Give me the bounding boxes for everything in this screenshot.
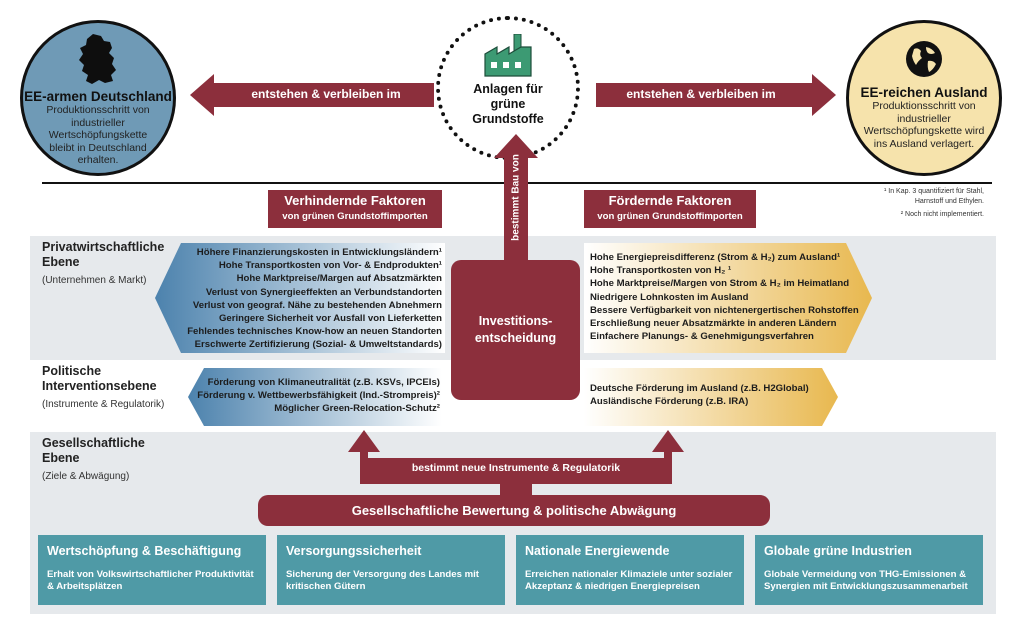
level-private-sub: (Unternehmen & Markt) <box>42 275 147 286</box>
political-promoting-list: Deutsche Förderung im Ausland (z.B. H2Gl… <box>590 382 830 408</box>
vertical-arrow-label: bestimmt Bau von <box>510 154 522 241</box>
factor-promoting-1: Hohe Energiepreisdifferenz (Strom & H₂) … <box>590 252 841 263</box>
factor-hindering-6: Geringere Sicherheit vor Ausfall von Lie… <box>218 313 442 325</box>
factor-political-promoting-1: Deutsche Förderung im Ausland (z.B. H2Gl… <box>590 383 809 394</box>
factor-political-hindering-2: Förderung v. Wettbewerbsfähigkeit (Ind.-… <box>197 390 440 402</box>
factor-promoting-6: Erschließung neuer Absatzmärkte in ander… <box>590 318 837 330</box>
left-circle-germany: EE-armen Deutschland Produktionsschritt … <box>20 20 176 176</box>
globe-icon <box>906 41 942 77</box>
factor-political-hindering-1: Förderung von Klimaneutralität (z.B. KSV… <box>207 377 440 388</box>
goal-energy-transition-title: Nationale Energiewende <box>525 544 670 558</box>
germany-map-icon <box>79 34 116 84</box>
factor-hindering-3: Hohe Marktpreise/Margen auf Absatzmärkte… <box>236 273 442 285</box>
level-political-name: Politische Interventionsebene <box>42 364 157 393</box>
private-hindering-list: Höhere Finanzierungskosten in Entwicklun… <box>170 246 442 352</box>
factor-hindering-8: Erschwerte Zertifizierung (Sozial- & Umw… <box>194 339 442 351</box>
goal-energy-transition-desc: Erreichen nationaler Klimaziele unter so… <box>525 569 733 592</box>
factor-political-promoting-2: Ausländische Förderung (z.B. IRA) <box>590 396 749 408</box>
promoting-header-sub: von grünen Grundstoffimporten <box>597 211 743 222</box>
political-promoting-shape <box>584 368 838 426</box>
factor-promoting-3: Hohe Marktpreise/Margen von Strom & H₂ i… <box>590 278 850 290</box>
private-hindering-shape <box>155 243 445 353</box>
goal-supply-security: Versorgungssicherheit Sicherung der Vers… <box>277 535 505 605</box>
right-circle-desc: Produktionsschritt von industrieller Wer… <box>863 100 985 150</box>
hindering-header-sub: von grünen Grundstoffimporten <box>282 211 428 222</box>
level-society-sub: (Ziele & Abwägung) <box>42 471 130 482</box>
factor-promoting-7: Einfachere Planungs- & Genehmigungsverfa… <box>590 331 814 343</box>
level-private-name: Privatwirtschaftliche Ebene <box>42 240 165 269</box>
right-circle-title: EE-reichen Ausland <box>860 85 988 100</box>
political-hindering-list: Förderung von Klimaneutralität (z.B. KSV… <box>196 376 440 416</box>
goal-value-creation-desc: Erhalt von Volkswirtschaftlicher Produkt… <box>47 569 254 592</box>
factor-promoting-5: Bessere Verfügbarkeit von nichtenergerti… <box>590 304 859 316</box>
private-promoting-list: Hohe Energiepreisdifferenz (Strom & H₂) … <box>590 251 860 343</box>
political-hindering-shape <box>188 368 442 426</box>
hindering-header: Verhindernde Faktoren von grünen Grundst… <box>268 190 442 228</box>
feedback-arrow-label: bestimmt neue Instrumente & Regulatorik <box>411 462 621 474</box>
factor-promoting-2: Hohe Transportkosten von H₂ ¹ <box>590 265 732 277</box>
society-evaluation-label: Gesellschaftliche Bewertung & politische… <box>351 503 677 518</box>
hindering-header-title: Verhindernde Faktoren <box>284 193 426 208</box>
factor-hindering-5: Verlust von geograf. Nähe zu bestehenden… <box>192 299 442 311</box>
footnote-1: ¹ In Kap. 3 quantifiziert für Stahl, Har… <box>884 188 984 205</box>
left-arrow <box>190 74 434 116</box>
level-society-title: Gesellschaftliche Ebene (Ziele & Abwägun… <box>42 436 162 484</box>
right-arrow <box>596 74 836 116</box>
factor-hindering-7: Fehlendes technisches Know-how an neuen … <box>187 326 442 338</box>
factor-hindering-2: Hohe Transportkosten von Vor- & Endprodu… <box>218 260 442 272</box>
promoting-header-title: Fördernde Faktoren <box>608 193 732 208</box>
goal-value-creation-title: Wertschöpfung & Beschäftigung <box>47 544 242 558</box>
level-society-name: Gesellschaftliche Ebene <box>42 436 145 465</box>
goal-global-green-title: Globale grüne Industrien <box>764 544 912 558</box>
investment-decision-label: Investitions-entscheidung <box>474 314 557 345</box>
vertical-arrow <box>494 134 538 260</box>
goal-global-green: Globale grüne Industrien Globale Vermeid… <box>755 535 983 605</box>
goal-energy-transition: Nationale Energiewende Erreichen nationa… <box>516 535 744 605</box>
level-political-title: Politische Interventionsebene (Instrumen… <box>42 364 166 412</box>
right-arrow-label: entstehen & verbleiben im <box>626 87 776 101</box>
center-circle-title: Anlagen für grüne Grundstoffe <box>472 82 544 126</box>
factor-political-hindering-3: Möglicher Green-Relocation-Schutz² <box>274 403 440 415</box>
private-promoting-shape <box>584 243 872 353</box>
level-private-title: Privatwirtschaftliche Ebene (Unternehmen… <box>42 240 172 288</box>
society-evaluation-box: Gesellschaftliche Bewertung & politische… <box>258 495 770 526</box>
goal-global-green-desc: Globale Vermeidung von THG-Emissionen & … <box>764 569 968 592</box>
factory-icon <box>484 34 532 77</box>
goal-value-creation: Wertschöpfung & Beschäftigung Erhalt von… <box>38 535 266 605</box>
factor-hindering-1: Höhere Finanzierungskosten in Entwicklun… <box>196 247 442 258</box>
left-arrow-label: entstehen & verbleiben im <box>251 87 401 101</box>
goal-supply-security-title: Versorgungssicherheit <box>286 544 422 558</box>
promoting-header: Fördernde Faktoren von grünen Grundstoff… <box>584 190 756 228</box>
left-circle-desc: Produktionsschritt von industrieller Wer… <box>46 104 150 166</box>
feedback-arrow <box>348 430 684 498</box>
right-circle-abroad: EE-reichen Ausland Produktionsschritt vo… <box>846 20 1002 176</box>
left-circle-title: EE-armen Deutschland <box>24 89 172 104</box>
factor-hindering-4: Verlust von Synergieeffekten an Verbunds… <box>205 286 442 298</box>
level-political-sub: (Instrumente & Regulatorik) <box>42 399 165 410</box>
factor-promoting-4: Niedrigere Lohnkosten im Ausland <box>590 291 749 303</box>
investment-decision-box: Investitions-entscheidung <box>451 260 580 400</box>
goal-supply-security-desc: Sicherung der Versorgung des Landes mit … <box>286 569 479 592</box>
footnote-2: ² Noch nicht implementiert. <box>900 211 984 218</box>
